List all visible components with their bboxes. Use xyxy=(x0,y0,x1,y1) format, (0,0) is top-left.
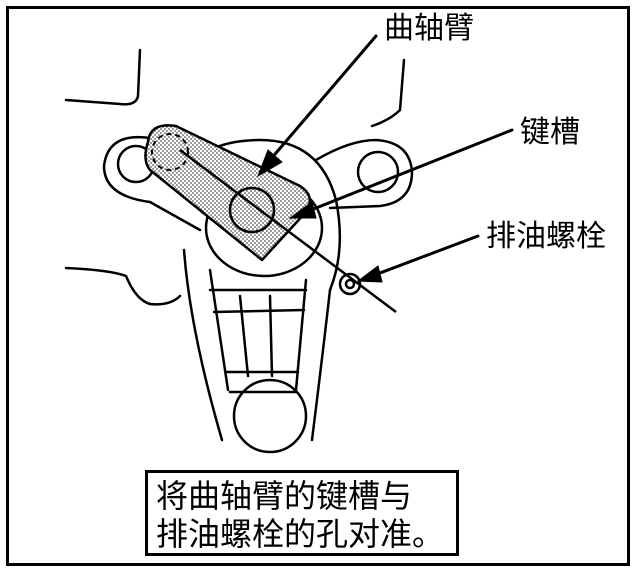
cylinder-right xyxy=(310,288,332,442)
arrow-drain-line xyxy=(370,234,480,278)
bottom-boss xyxy=(232,378,308,454)
label-drain-bolt: 排油螺栓 xyxy=(486,219,606,254)
figure-frame xyxy=(6,6,630,566)
arrow-keyway-line xyxy=(304,128,514,214)
caption-line-2: 排油螺栓的孔对准。 xyxy=(156,515,445,553)
arrow-crank-arm-line xyxy=(268,34,378,162)
crank-arm xyxy=(144,124,312,262)
label-crank-arm: 曲轴臂 xyxy=(384,11,474,46)
right-boss-hole xyxy=(356,150,400,194)
alignment-line xyxy=(179,149,397,313)
housing-edge-left xyxy=(64,48,142,106)
arrow-keyway-head xyxy=(288,201,317,219)
housing-edge-right xyxy=(370,58,406,128)
left-boss xyxy=(102,135,202,232)
rib-left xyxy=(238,294,250,378)
fin-2 xyxy=(212,308,306,314)
caption-box: 将曲轴臂的键槽与 排油螺栓的孔对准。 xyxy=(145,470,459,556)
arrow-drain-head xyxy=(356,265,383,283)
rib-right xyxy=(268,294,274,378)
drain-bolt-inner xyxy=(344,278,356,290)
cylinder-left xyxy=(182,248,224,442)
label-keyway: 键槽 xyxy=(520,115,580,150)
right-boss xyxy=(314,138,414,210)
caption-line-1: 将曲轴臂的键槽与 xyxy=(156,477,413,515)
cylinder-inner-right xyxy=(294,278,308,392)
arrow-crank-arm-head xyxy=(257,149,283,178)
housing-edge-lower-left xyxy=(64,266,182,306)
